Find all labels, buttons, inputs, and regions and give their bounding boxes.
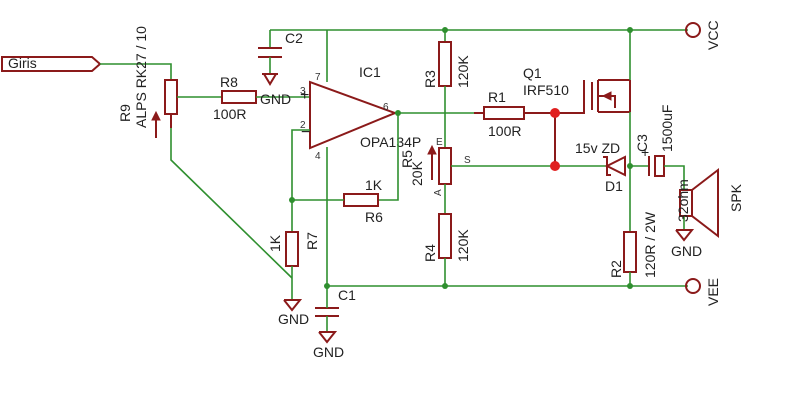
r7-value: 1K — [267, 234, 283, 252]
ic1-opamp: + − IC1 OPA134P 7 3 2 6 4 — [300, 64, 421, 162]
r4-resistor: R4 120K — [422, 213, 471, 262]
input-label: Giris — [8, 55, 37, 71]
vee-label: VEE — [705, 278, 721, 306]
gnd-symbol-r7: GND — [278, 299, 309, 327]
d1-name: D1 — [605, 178, 623, 194]
c1-name: C1 — [338, 287, 356, 303]
speaker: 32ohm SPK GND — [671, 167, 744, 259]
r3-resistor: R3 120K — [422, 41, 471, 88]
junction-r6-r7 — [289, 197, 295, 203]
input-terminal: Giris — [1, 55, 102, 72]
c1-capacitor: C1 GND — [313, 286, 356, 360]
r3-value: 120K — [455, 55, 471, 88]
wire-input — [100, 63, 172, 80]
ic1-name: IC1 — [359, 64, 381, 80]
d1-zener: 15v ZD D1 — [555, 140, 626, 194]
c3-capacitor: + C3 1500uF — [630, 105, 675, 177]
ic1-pin-3: 3 — [300, 86, 306, 97]
r5-name: R5 — [399, 150, 415, 168]
r5-pin-e: E — [436, 137, 443, 148]
junction-q1-vcc — [627, 27, 633, 33]
r2-resistor: R2 120R / 2W — [608, 211, 658, 278]
r8-name: R8 — [220, 74, 238, 90]
ic1-pin-2: 2 — [300, 120, 306, 131]
q1-value: IRF510 — [523, 82, 569, 98]
c2-gnd-label: GND — [260, 91, 291, 107]
spk-gnd-label: GND — [671, 243, 702, 259]
r4-value: 120K — [455, 229, 471, 262]
spk-value: 32ohm — [675, 179, 691, 222]
wire-inverting-input — [291, 129, 310, 232]
junction-source — [627, 163, 633, 169]
c3-plus: + — [641, 144, 649, 160]
ic1-value: OPA134P — [360, 134, 421, 150]
r7-name: R7 — [304, 232, 320, 250]
r1-name: R1 — [488, 89, 506, 105]
r5-pin-s: S — [464, 155, 471, 166]
wire-c3-spk — [664, 165, 685, 190]
r2-name: R2 — [608, 260, 624, 278]
c2-capacitor: C2 GND — [258, 30, 303, 107]
r4-name: R4 — [422, 244, 438, 262]
ic1-pin-6: 6 — [383, 102, 389, 113]
wire-opamp-feedback — [378, 113, 399, 201]
junction-r4-vee — [442, 283, 448, 289]
r5-value: 20K — [409, 160, 425, 186]
junction-gate-red — [550, 108, 560, 118]
r9-name: R9 — [117, 104, 133, 122]
r5-trimmer: R5 20K E S A — [399, 137, 471, 196]
r6-resistor: 1K R6 — [343, 177, 383, 225]
r8-value: 100R — [213, 106, 246, 122]
r1-value: 100R — [488, 123, 521, 139]
q1-mosfet: Q1 IRF510 — [523, 65, 631, 113]
junction-r3-vcc — [442, 27, 448, 33]
spk-name: SPK — [728, 183, 744, 212]
junction-c1-vee — [324, 283, 330, 289]
svg-text:−: − — [301, 124, 310, 141]
r9-potentiometer: R9 ALPS RK27 / 10 — [117, 26, 178, 138]
q1-name: Q1 — [523, 65, 542, 81]
d1-value: 15v ZD — [575, 140, 620, 156]
gnd-label-r7: GND — [278, 311, 309, 327]
junction-wiper-red — [550, 161, 560, 171]
c3-name: C3 — [634, 134, 650, 152]
r8-resistor: R8 100R — [213, 74, 257, 122]
c2-name: C2 — [285, 30, 303, 46]
vcc-terminal: VCC — [685, 20, 721, 50]
ic1-pin-4: 4 — [315, 151, 321, 162]
r6-name: R6 — [365, 209, 383, 225]
svg-text:+: + — [300, 87, 309, 104]
r3-name: R3 — [422, 70, 438, 88]
junction-opamp-out — [395, 110, 401, 116]
r5-pin-a: A — [433, 189, 444, 196]
c1-gnd-label: GND — [313, 344, 344, 360]
c3-value: 1500uF — [659, 105, 675, 152]
r1-resistor: R1 100R — [483, 89, 525, 139]
r9-value: ALPS RK27 / 10 — [133, 26, 149, 128]
vee-terminal: VEE — [685, 278, 721, 306]
r2-value: 120R / 2W — [642, 211, 658, 278]
ic1-pin-7: 7 — [315, 72, 321, 83]
wire-r1-gate — [524, 80, 585, 114]
r6-value: 1K — [365, 177, 383, 193]
vcc-label: VCC — [705, 20, 721, 50]
junction-r2-vee — [627, 283, 633, 289]
wire-r9-ground — [170, 128, 293, 279]
